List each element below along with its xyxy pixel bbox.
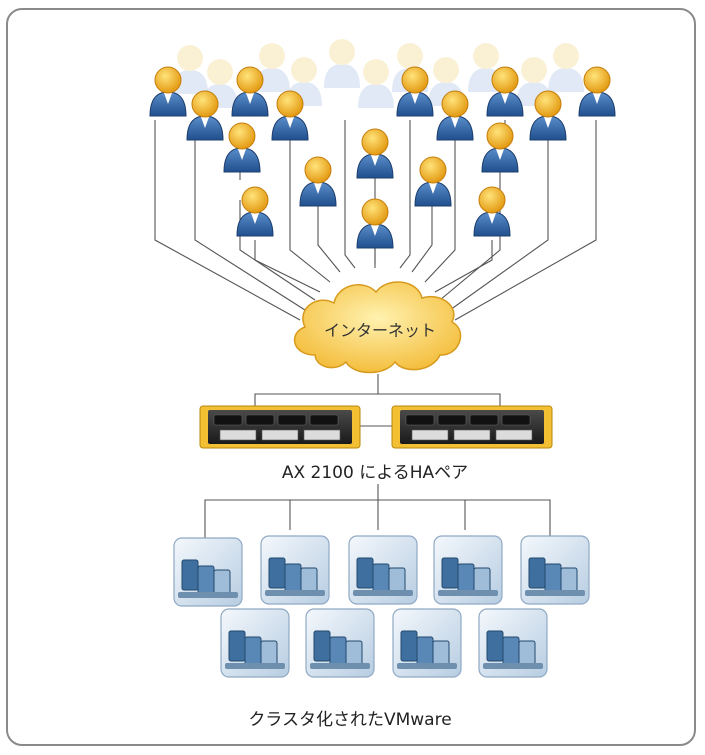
vm-server-icon xyxy=(520,535,590,605)
vm-connections xyxy=(204,484,551,540)
user-icon xyxy=(578,66,616,117)
vm-server-icon xyxy=(260,535,330,605)
vm-server-icon xyxy=(433,535,503,605)
vm-server-icon xyxy=(392,608,462,678)
vm-server-icon xyxy=(348,535,418,605)
user-icon xyxy=(481,122,519,173)
user-icon xyxy=(356,128,394,179)
vm-server-icon xyxy=(478,608,548,678)
user-icon xyxy=(414,156,452,207)
load-balancer-icon xyxy=(199,405,361,449)
vm-server-icon xyxy=(220,608,290,678)
ha-pair xyxy=(199,405,553,449)
internet-label: インターネット xyxy=(323,321,436,340)
user-icon xyxy=(299,156,337,207)
vm-server-icon xyxy=(173,537,243,607)
user-icon xyxy=(356,198,394,249)
load-balancer-icon xyxy=(391,405,553,449)
vm-cluster-label: クラスタ化されたVMware xyxy=(248,710,452,730)
user-icon xyxy=(223,122,261,173)
vm-cluster xyxy=(173,535,590,678)
cloud-icon xyxy=(293,281,462,374)
background-users xyxy=(172,39,584,108)
user-connections xyxy=(154,120,597,321)
user-icon xyxy=(236,186,274,237)
user-icon xyxy=(473,186,511,237)
ha-pair-label: AX 2100 によるHAペア xyxy=(281,463,469,483)
vm-server-icon xyxy=(305,608,375,678)
